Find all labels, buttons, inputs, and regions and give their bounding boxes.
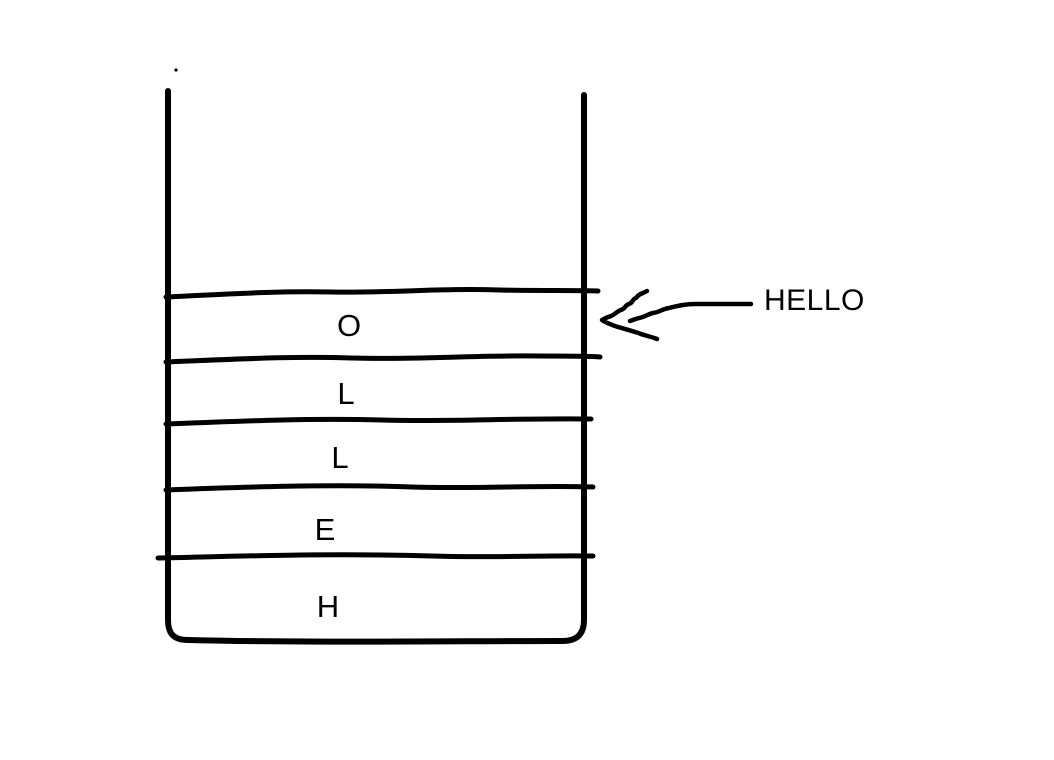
arrow-shaft	[627, 301, 754, 324]
stack-item-label-top: O	[337, 308, 361, 343]
stack-level-line-5	[155, 552, 596, 561]
stack-item-label-2: L	[337, 376, 354, 411]
stack-level-line-2	[163, 353, 603, 365]
stack-item-label-3: L	[331, 440, 348, 475]
stack-level-line-top	[163, 287, 601, 300]
annotation-label: HELLO	[764, 284, 865, 317]
container-outline	[165, 88, 587, 645]
stack-item-label-4: E	[315, 512, 336, 547]
stack-item-label-bottom: H	[317, 589, 339, 624]
stray-dot	[174, 68, 178, 72]
stack-level-line-4	[163, 483, 596, 493]
arrow-head	[599, 288, 660, 342]
stack-level-line-3	[163, 416, 594, 427]
